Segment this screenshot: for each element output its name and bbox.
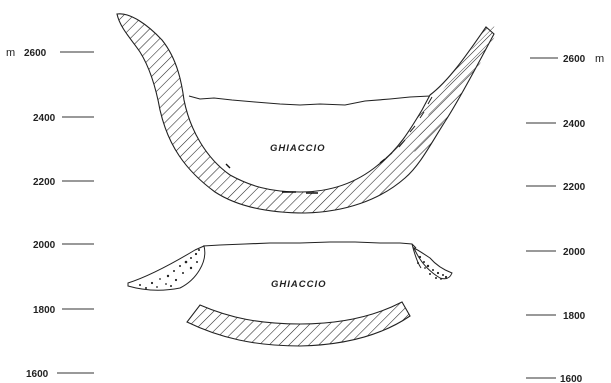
- right-tick-label-2000: 2000: [563, 247, 586, 258]
- left-tick-label-2200: 2200: [33, 177, 56, 188]
- right-tick-label-1600: 1600: [560, 374, 583, 383]
- left-tick-label-2400: 2400: [33, 113, 56, 124]
- left-tick-label-1600: 1600: [26, 369, 49, 380]
- upper-valley-profile: GHIACCIO: [117, 14, 498, 213]
- right-tick-label-2600: 2600: [563, 54, 586, 65]
- lower-valley-profile: GHIACCIO: [128, 242, 452, 346]
- left-tick-label-2000: 2000: [33, 240, 56, 251]
- right-tick-label-1800: 1800: [563, 311, 586, 322]
- right-tick-label-2200: 2200: [563, 182, 586, 193]
- left-tick-label-1800: 1800: [33, 305, 56, 316]
- lower-left-moraine-dots: [139, 249, 200, 289]
- left-scale-unit: m: [6, 47, 15, 59]
- upper-ice-label: GHIACCIO: [270, 143, 326, 154]
- lower-right-moraine: [414, 248, 452, 279]
- right-elevation-scale: 2600 m 2400 2200 2000 1800 1600: [526, 53, 604, 383]
- right-tick-label-2400: 2400: [563, 119, 586, 130]
- upper-right-slope-hatched: [412, 22, 498, 155]
- left-elevation-scale: m 2600 2400 2200 2000 1800 1600: [6, 47, 94, 380]
- right-scale-unit: m: [595, 53, 604, 65]
- lower-ice-surface-line: [203, 242, 416, 248]
- left-tick-label-2600: 2600: [24, 48, 47, 59]
- lower-rock-bed-hatched: [187, 302, 410, 346]
- upper-ice-surface-line: [189, 96, 430, 105]
- lower-right-moraine-dots: [417, 256, 447, 280]
- lower-ice-label: GHIACCIO: [271, 279, 327, 290]
